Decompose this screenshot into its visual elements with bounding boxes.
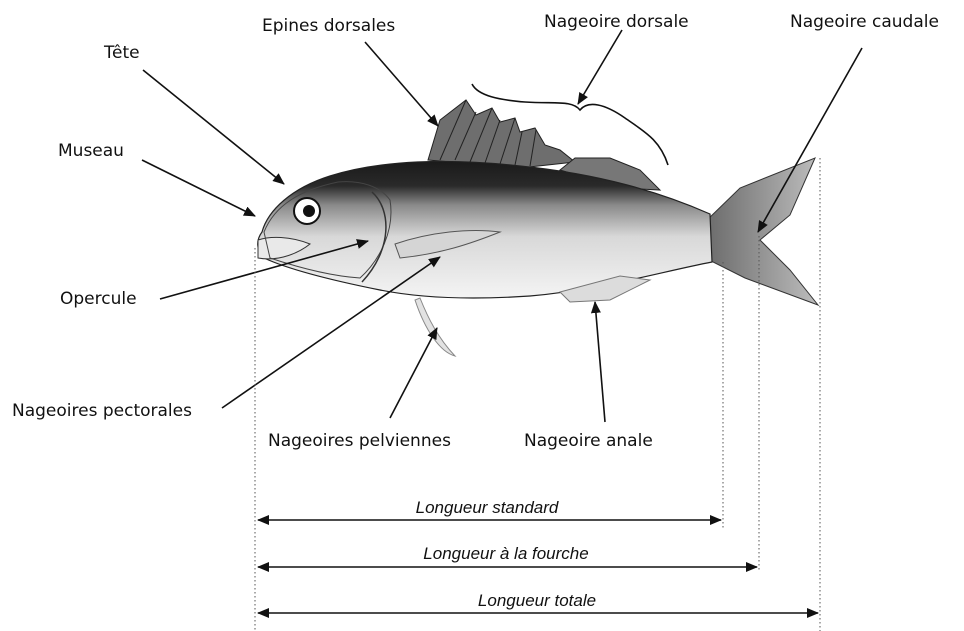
label-epines-dorsales: Epines dorsales [262,16,395,36]
arrow-nageoires-pelviennes [390,328,437,418]
label-nageoire-caudale: Nageoire caudale [790,12,939,32]
pelvic-fin [415,298,455,356]
fish-illustration [258,100,818,356]
arrow-nageoire-dorsale [578,30,622,104]
label-museau: Museau [58,141,124,161]
label-opercule: Opercule [60,289,137,309]
arrow-nageoire-caudale [758,48,862,232]
label-tete: Tête [103,43,140,63]
label-nageoires-pelviennes: Nageoires pelviennes [268,431,451,451]
label-longueur-standard: Longueur standard [416,498,559,517]
label-longueur-totale: Longueur totale [478,591,596,610]
pupil [303,205,315,217]
arrow-museau [142,160,255,216]
label-nageoire-dorsale: Nageoire dorsale [544,12,689,32]
label-nageoire-anale: Nageoire anale [524,431,653,451]
arrow-nageoire-anale [595,302,605,422]
label-nageoires-pectorales: Nageoires pectorales [12,401,192,421]
caudal-fin [705,158,818,305]
arrow-epines-dorsales [365,42,438,126]
arrow-tete [143,70,284,184]
label-longueur-fourche: Longueur à la fourche [423,544,588,563]
